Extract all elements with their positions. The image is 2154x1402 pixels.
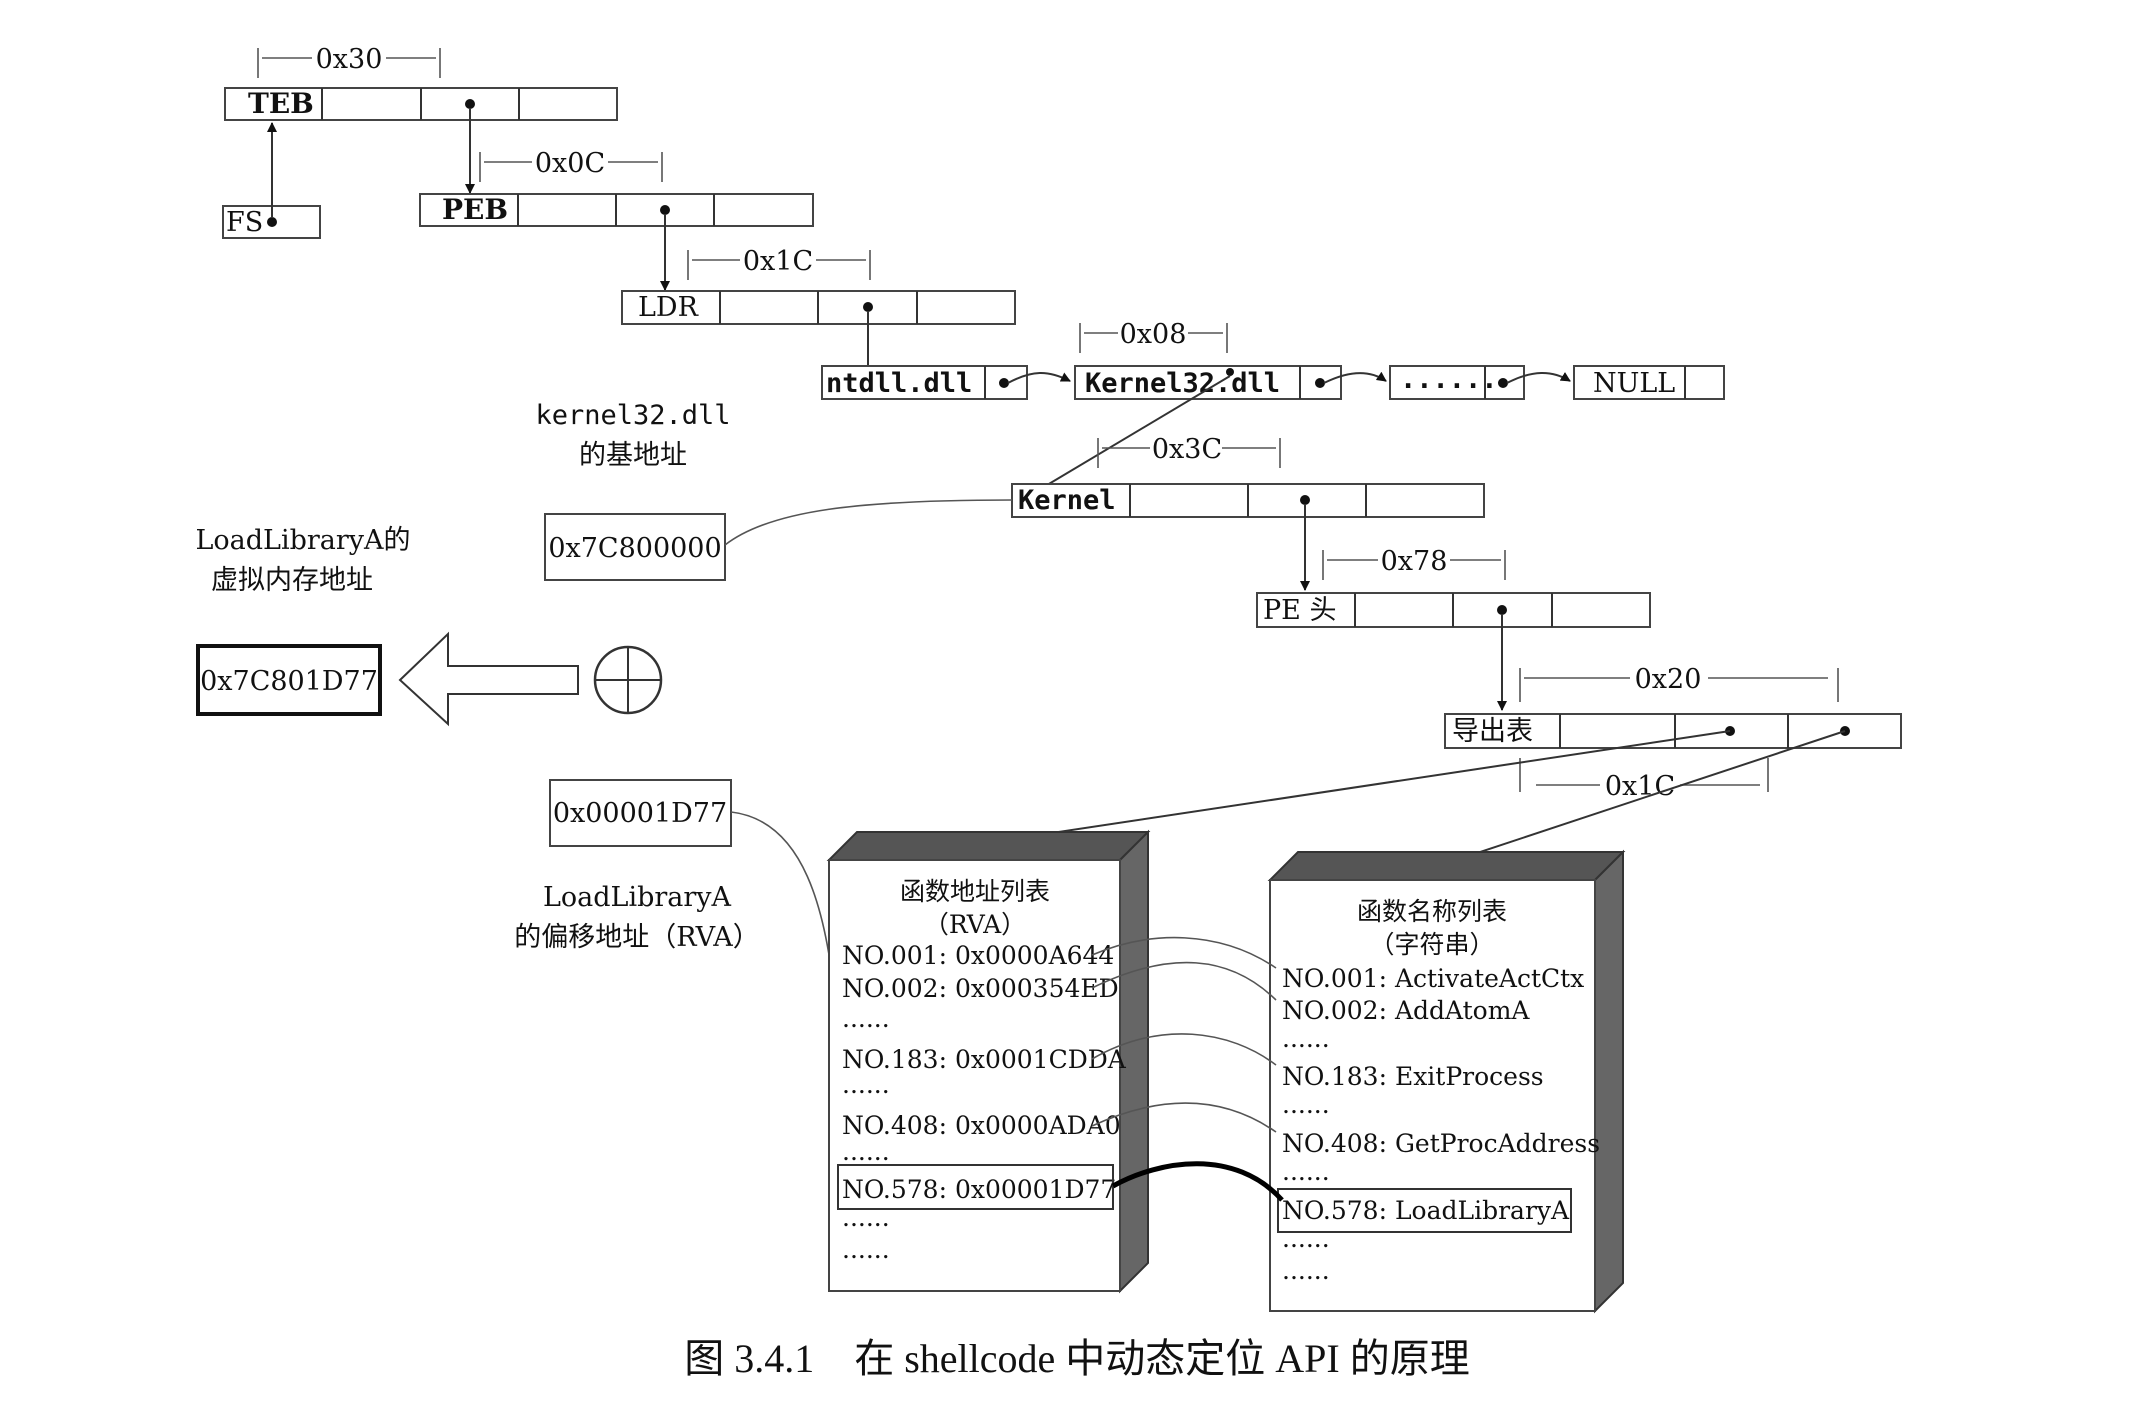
offset-label: 0x1C [743,246,813,277]
address_table-row: ...... [842,1004,890,1033]
teb-label: TEB [248,87,314,120]
base-link-curve [724,499,1013,546]
export-to-address-table-arrow [991,730,1731,846]
export-table-label: 导出表 [1452,716,1533,747]
offset-label: 0x08 [1120,319,1187,350]
name_table-row: NO.183: ExitProcess [1282,1062,1544,1091]
name_table-row: NO.408: GetProcAddress [1282,1129,1600,1158]
offset-label: 0x78 [1381,546,1448,577]
rva-label: 的偏移地址（RVA） [514,922,760,953]
name-table: 函数名称列表 （字符串） NO.001: ActivateActCtxNO.00… [1267,849,1626,1314]
va-label: LoadLibraryA的 [195,525,410,556]
address_table-row: NO.001: 0x0000A644 [842,941,1114,970]
base-value-box: 0x7C800000 [544,513,726,581]
name-table-subtitle: （字符串） [1369,930,1494,959]
ntdll-label: ntdll.dll [826,368,972,399]
address_table-row: ...... [842,1235,890,1264]
name_table-row: NO.002: AddAtomA [1282,996,1530,1025]
ellipsis-node: ...... [1389,364,1525,400]
offset-label: 0x1C [1605,771,1675,802]
rva-label: LoadLibraryA [543,882,732,913]
name_table-row: ...... [1282,1024,1330,1053]
name_table-row: NO.001: ActivateActCtx [1282,964,1584,993]
kernel32-node: Kernel32.dll [1074,365,1342,400]
null-node: NULL [1573,365,1725,400]
ntdll-node: ntdll.dll [821,365,1028,400]
rva-link-curve [730,811,841,1186]
kernel-image-struct: Kernel [1011,483,1485,518]
null-label: NULL [1593,368,1675,399]
name_table-row: ...... [1282,1224,1330,1253]
kernel32-to-base-arrow [1021,375,1231,501]
export-table-struct: 导出表 [1444,713,1902,749]
base-address-label: 的基地址 [579,440,687,471]
offset-0x1c-marker: 0x1C [1519,758,1769,802]
teb-struct: TEB [224,87,618,121]
name_table-row: NO.578: LoadLibraryA [1282,1196,1570,1225]
address_table-row: ...... [842,1203,890,1232]
fs-label: FS [226,207,263,238]
ldr-struct: LDR [621,290,1016,325]
offset-0x0c-marker: 0x0C [479,148,663,182]
add-operator [593,645,663,715]
base-address-label: kernel32.dll [535,400,730,431]
offset-0x08-marker: 0x08 [1079,319,1228,353]
result-arrow [398,631,579,727]
name_table-row: ...... [1282,1256,1330,1285]
offset-label: 0x3C [1152,434,1222,465]
base-address-value: 0x7C800000 [548,533,721,564]
va-label: 虚拟内存地址 [211,565,373,596]
pe-header-struct: PE 头 [1256,592,1651,628]
peb-label: PEB [442,193,508,226]
offset-0x20-marker: 0x20 [1519,664,1839,702]
address_table-row: ...... [842,1137,890,1166]
highlight-row [1277,1188,1572,1233]
address_table-row: ...... [842,1070,890,1099]
peb-struct: PEB [419,193,814,227]
offset-label: 0x0C [535,148,605,179]
kernel32-to-next-arrow [1323,371,1387,384]
figure-caption: 图 3.4.1 在 shellcode 中动态定位 API 的原理 [684,1336,1470,1381]
offset-0x30-marker: 0x30 [257,44,441,78]
address-table-title: 函数地址列表 [900,877,1050,906]
kernel-label: Kernel [1018,485,1116,516]
highlight-row [837,1164,1114,1210]
va-value-box: 0x7C801D77 [196,644,382,716]
export-to-name-table-arrow [1449,730,1846,864]
va-value: 0x7C801D77 [200,666,378,697]
table-connectors [1091,936,1284,1202]
pe-header-label: PE 头 [1263,595,1336,626]
name_table-row: ...... [1282,1157,1330,1186]
address_table-row: NO.183: 0x0001CDDA [842,1045,1127,1074]
next-to-null-arrow [1506,372,1571,384]
offset-label: 0x30 [316,44,383,75]
offset-0x78-marker: 0x78 [1322,546,1506,580]
address_table-row: NO.578: 0x00001D77 [842,1175,1116,1204]
kernel32-label: Kernel32.dll [1085,368,1280,399]
ellipsis-label: ...... [1400,364,1498,395]
rva-value-box: 0x00001D77 [549,779,732,847]
ntdll-to-kernel32-arrow [1007,372,1071,384]
offset-0x3c-marker: 0x3C [1097,434,1281,468]
offset-label: 0x20 [1635,664,1702,695]
offset-0x1c-marker: 0x1C [687,246,871,280]
name-table-title: 函数名称列表 [1357,897,1507,926]
address_table-row: NO.002: 0x000354ED [842,974,1119,1003]
address-table-subtitle: （RVA） [924,910,1026,939]
rva-value: 0x00001D77 [553,798,727,829]
address_table-row: NO.408: 0x0000ADA0 [842,1111,1121,1140]
name_table-row: ...... [1282,1090,1330,1119]
ldr-label: LDR [638,292,699,323]
